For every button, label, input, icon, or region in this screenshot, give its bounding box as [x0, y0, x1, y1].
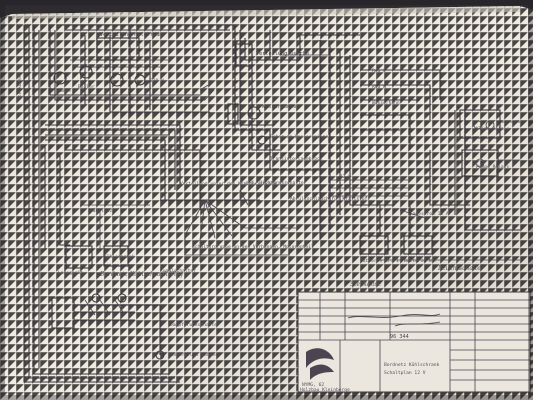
wasserpumpe-icon [247, 106, 261, 120]
ladegeraet-box [65, 245, 93, 269]
battery-2-box [403, 235, 433, 255]
battery-1-label: Batterie Nr. 1 [360, 258, 399, 264]
verteilung-dusche-label: Verteilung Dusche [256, 51, 309, 57]
relay-coil-icon [91, 293, 101, 303]
reg-r-label: Reg R [372, 84, 386, 90]
verteilung-dusche-box [235, 43, 253, 67]
kabel-label: Kabel 12 [90, 208, 112, 214]
right-relay-section [319, 40, 520, 261]
richtungsschalter-label: 2-ref. Richtungsschalter [240, 180, 307, 186]
meter-gauge-icon [53, 71, 67, 85]
kleiderschrank-label: Verteilung unter dem Kleiderschrank [180, 181, 277, 187]
wasserpumpe-label: Wasserpumpe [262, 104, 296, 110]
geber-label: Geber am Wasserspiegel [270, 134, 331, 140]
geber-icon [257, 135, 267, 145]
company-logo [306, 348, 334, 380]
top-left-circuit [49, 24, 235, 115]
verteilung-motorraum-box [96, 37, 140, 61]
relay-coil-icon [117, 293, 127, 303]
boiler-label: Boiler [78, 84, 95, 90]
handwritten-note-2: Leuchtschalter [437, 265, 485, 272]
kuehlschrank-box [103, 245, 129, 267]
boiler-icon [110, 73, 124, 87]
center-circuit [199, 20, 360, 171]
watt-label: 220 W [150, 78, 164, 84]
spannung-label: 12 V [340, 174, 351, 180]
sheet-subtitle: Schaltplan 12 V [384, 370, 426, 376]
wasserhahn-label: Wasserhahn [372, 100, 400, 106]
valve-icon [134, 74, 146, 86]
pumpe-relais-label: Pumpe Relais [476, 164, 509, 170]
battery-1-box [359, 235, 389, 255]
company-address: Holzbau Kleinberge [300, 387, 350, 393]
reg-l-label: Reg L [372, 68, 386, 74]
klima-relais-label: Klima Relais [476, 126, 509, 132]
bottom-left-panel [51, 293, 165, 360]
pump-label: Pumpe [57, 88, 71, 94]
company-name: NYMG, 62 [302, 382, 324, 388]
handwritten-note-3: Steckdose [350, 281, 382, 288]
kuehlerdruck-label: Kühlerdruck Kühler [168, 352, 218, 358]
switch-block [227, 103, 239, 125]
fuse-panel-box [51, 297, 75, 329]
dampfdruck-label: Dampfdruckschalter [170, 322, 220, 328]
left-vertical-label: Steckdose [17, 75, 23, 100]
ladeblock-label: Transistorladeblock [270, 156, 323, 162]
kuehler-sensor-icon [155, 350, 165, 360]
harness-wires [44, 124, 201, 260]
pump-motor-icon [79, 65, 93, 79]
kugelschalter-label: Kugelschalter [160, 268, 196, 274]
battery-2-label: Batterie Nr. 2 [404, 258, 443, 264]
ladegeraet-label: Ladegerät [58, 270, 83, 276]
ladestrom-label: Ladestrom 15 A [410, 211, 449, 217]
kleiderschrank-junction [160, 189, 300, 262]
pumpe-relais-box [461, 149, 499, 177]
klima-relais-box [459, 109, 501, 139]
sheet-description: Bordnetz Kühlschrank [384, 362, 440, 368]
handwritten-note-1: Bordnetz Kühlschrank Vlsg [99, 271, 183, 278]
schalter-vorhang-label: Schaltergruppe an den Vorhangen, Motoren… [192, 244, 314, 250]
kuehlschrank-label: Kühlschrank [104, 254, 135, 260]
left-bus-wires [23, 25, 180, 383]
title-block [297, 291, 531, 393]
sheet-number: 96 344 [390, 334, 409, 340]
verteilung-motorraum-label: Verteilung Motorraum [100, 32, 162, 38]
